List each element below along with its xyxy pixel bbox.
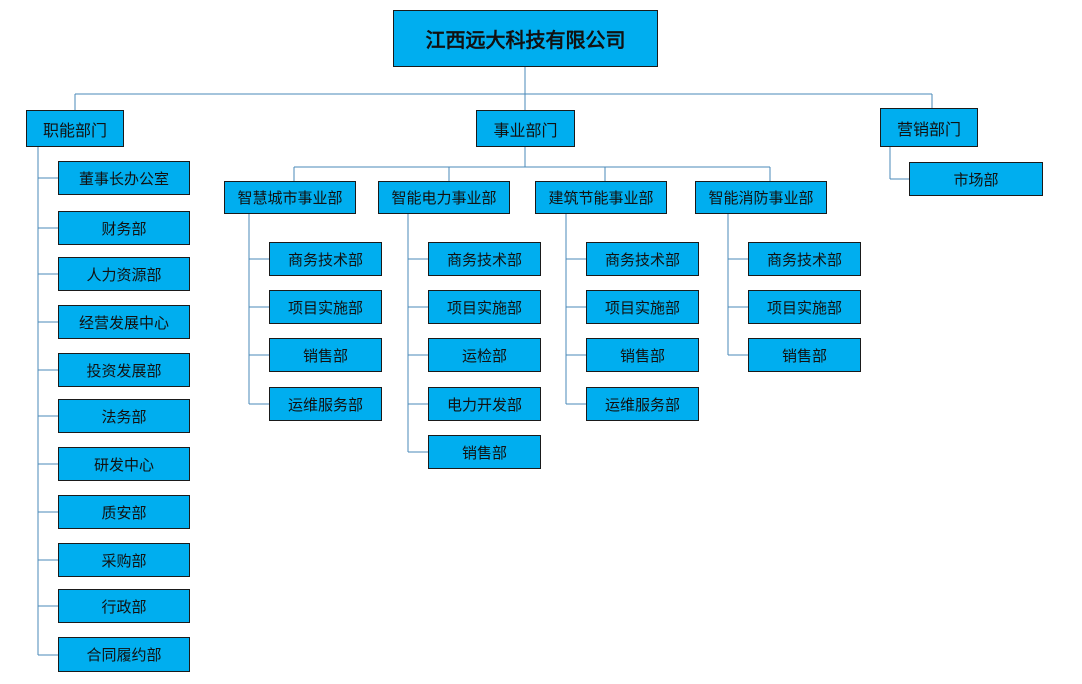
dept-node-procurement: 采购部 xyxy=(58,543,190,577)
subdept-node: 商务技术部 xyxy=(586,242,699,276)
subdept-node: 运维服务部 xyxy=(586,387,699,421)
company-root-node: 江西远大科技有限公司 xyxy=(393,10,658,67)
business-dept-node: 事业部门 xyxy=(476,110,575,147)
subdept-node: 项目实施部 xyxy=(269,290,382,324)
division-node-smart-city: 智慧城市事业部 xyxy=(224,181,356,214)
dept-node-quality-safety: 质安部 xyxy=(58,495,190,529)
dept-node-contract-fulfillment: 合同履约部 xyxy=(58,637,190,672)
dept-node-chairman-office: 董事长办公室 xyxy=(58,161,190,195)
dept-node-legal: 法务部 xyxy=(58,399,190,433)
dept-node-administration: 行政部 xyxy=(58,589,190,623)
dept-node-market: 市场部 xyxy=(909,162,1043,196)
subdept-node: 项目实施部 xyxy=(748,290,861,324)
subdept-node: 销售部 xyxy=(428,435,541,469)
subdept-node: 运检部 xyxy=(428,338,541,372)
dept-node-hr: 人力资源部 xyxy=(58,257,190,291)
dept-node-investment: 投资发展部 xyxy=(58,353,190,387)
division-node-smart-power: 智能电力事业部 xyxy=(378,181,510,214)
subdept-node: 销售部 xyxy=(269,338,382,372)
dept-node-business-development: 经营发展中心 xyxy=(58,305,190,339)
subdept-node: 商务技术部 xyxy=(748,242,861,276)
dept-node-finance: 财务部 xyxy=(58,211,190,245)
subdept-node: 销售部 xyxy=(586,338,699,372)
subdept-node: 项目实施部 xyxy=(428,290,541,324)
subdept-node: 电力开发部 xyxy=(428,387,541,421)
functional-dept-node: 职能部门 xyxy=(26,110,124,147)
subdept-node: 商务技术部 xyxy=(269,242,382,276)
division-node-building-energy: 建筑节能事业部 xyxy=(535,181,667,214)
subdept-node: 销售部 xyxy=(748,338,861,372)
division-node-smart-fire: 智能消防事业部 xyxy=(695,181,827,214)
subdept-node: 商务技术部 xyxy=(428,242,541,276)
subdept-node: 运维服务部 xyxy=(269,387,382,421)
marketing-dept-node: 营销部门 xyxy=(880,108,978,147)
dept-node-rnd: 研发中心 xyxy=(58,447,190,481)
subdept-node: 项目实施部 xyxy=(586,290,699,324)
